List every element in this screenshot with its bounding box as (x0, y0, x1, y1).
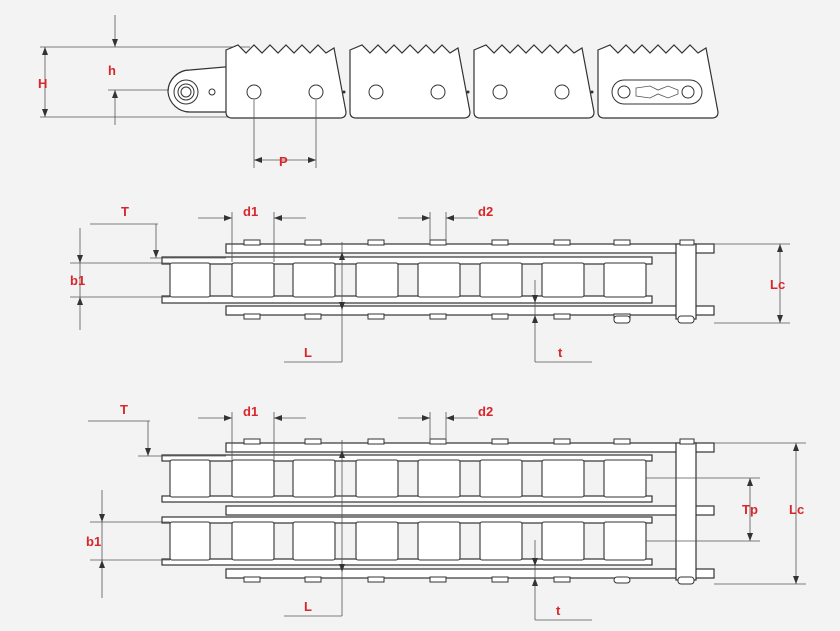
label-d1-duplex: d1 (243, 404, 258, 419)
toothed-link-2 (349, 44, 471, 119)
label-d2-simplex: d2 (478, 204, 493, 219)
toothed-link-3 (473, 44, 595, 119)
label-d2-duplex: d2 (478, 404, 493, 419)
label-t-simplex: t (558, 345, 563, 360)
toothed-link-4-connector (597, 44, 719, 119)
duplex-view: T d1 d2 b1 L t Tp Lc (86, 402, 806, 621)
label-Lc-duplex: Lc (789, 502, 804, 517)
label-Tp-duplex: Tp (742, 502, 758, 517)
label-Lc-simplex: Lc (770, 277, 785, 292)
label-b1-duplex: b1 (86, 534, 101, 549)
label-h: h (108, 63, 116, 78)
label-b1-simplex: b1 (70, 273, 85, 288)
label-P: P (279, 154, 288, 169)
label-L-simplex: L (304, 345, 312, 360)
side-view: H h P (38, 15, 719, 169)
label-H: H (38, 76, 47, 91)
toothed-link-1 (225, 44, 347, 119)
label-T-simplex: T (121, 204, 129, 219)
label-t-duplex: t (556, 603, 561, 618)
label-T-duplex: T (120, 402, 128, 417)
label-d1-simplex: d1 (243, 204, 258, 219)
label-L-duplex: L (304, 599, 312, 614)
simplex-view: T d1 d2 b1 L t Lc (70, 204, 790, 363)
